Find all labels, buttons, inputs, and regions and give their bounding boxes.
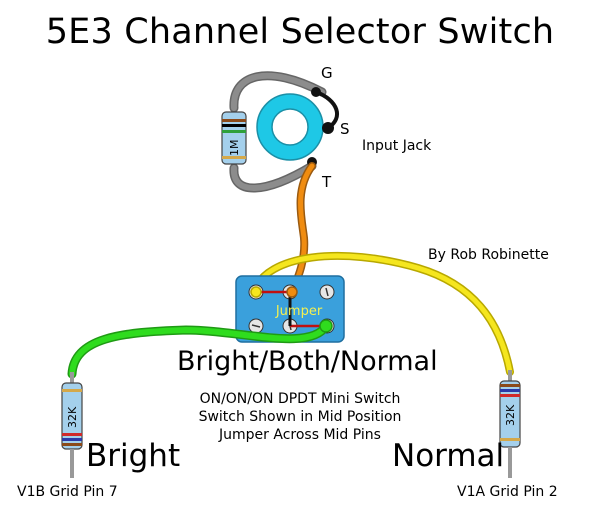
input-jack-label: Input Jack — [362, 138, 432, 154]
switch-note: Switch Shown in Mid Position — [198, 409, 402, 425]
lug-sleeve — [322, 122, 334, 134]
switch-note: Jumper Across Mid Pins — [219, 427, 381, 443]
input-jack — [256, 93, 324, 161]
resistor-normal: 32K — [499, 370, 521, 478]
resistor-1m-label: 1M — [228, 140, 241, 157]
sleeve-lug-label: S — [340, 120, 350, 138]
bright-channel-label: Bright — [86, 438, 181, 474]
jumper-label: Jumper — [275, 304, 323, 319]
normal-channel-label: Normal — [392, 438, 505, 474]
switch-note: ON/ON/ON DPDT Mini Switch — [199, 391, 401, 407]
author-credit: By Rob Robinette — [428, 247, 549, 263]
resistor-normal-label: 32K — [504, 404, 517, 426]
switch-positions-label: Bright/Both/Normal — [177, 346, 438, 377]
normal-destination-label: V1A Grid Pin 2 — [457, 484, 558, 500]
tip-lug-label: T — [322, 173, 332, 191]
bright-destination-label: V1B Grid Pin 7 — [17, 484, 118, 500]
resistor-bright: 32K — [61, 372, 83, 478]
switch-notes: ON/ON/ON DPDT Mini Switch Switch Shown i… — [150, 390, 450, 444]
resistor-1m: 1M — [221, 111, 247, 165]
ground-lug-label: G — [321, 64, 333, 82]
page-title: 5E3 Channel Selector Switch — [45, 12, 555, 52]
resistor-bright-label: 32K — [66, 406, 79, 428]
lug-ground — [311, 87, 321, 97]
